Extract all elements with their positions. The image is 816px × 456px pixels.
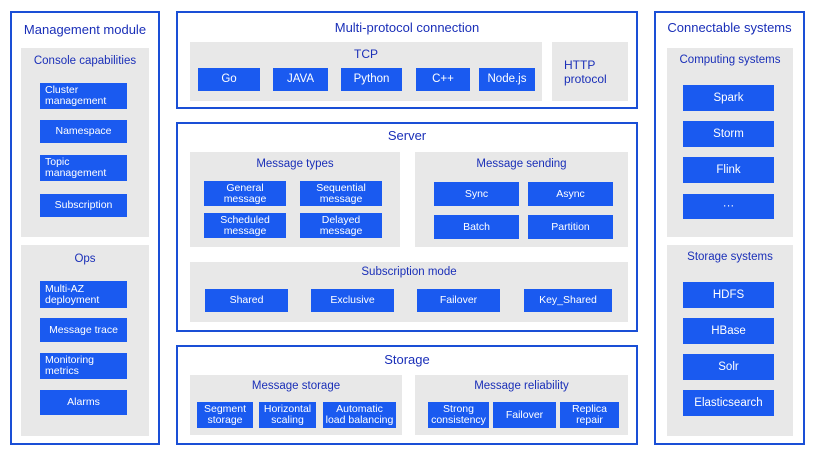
ops-title: Ops: [74, 253, 96, 265]
go-box: Go: [198, 68, 260, 91]
subscription-box: Subscription: [40, 194, 127, 217]
segment-storage-box: Segment storage: [197, 402, 253, 428]
tcp-title: TCP: [354, 47, 378, 61]
failover-box: Failover: [417, 289, 500, 312]
sequential-message-box: Sequential message: [300, 181, 382, 206]
key-shared-box: Key_Shared: [524, 289, 612, 312]
message-trace-box: Message trace: [40, 318, 127, 342]
monitoring-metrics-box: Monitoring metrics: [40, 353, 127, 379]
message-types-title: Message types: [256, 158, 334, 170]
cpp-box: C++: [416, 68, 470, 91]
connectable-systems-title: Connectable systems: [667, 20, 792, 35]
more-computing-box: ···: [683, 194, 774, 219]
storm-box: Storm: [683, 121, 774, 147]
shared-box: Shared: [205, 289, 288, 312]
message-reliability-title: Message reliability: [474, 380, 569, 392]
message-sending-title: Message sending: [476, 158, 567, 170]
hdfs-box: HDFS: [683, 282, 774, 308]
console-capabilities-panel: Console capabilities Cluster management …: [21, 48, 149, 237]
server: Server Message types General message Seq…: [176, 122, 638, 332]
multi-protocol-title: Multi-protocol connection: [334, 20, 480, 35]
management-module-title: Management module: [23, 22, 147, 37]
reliability-failover-box: Failover: [493, 402, 556, 428]
python-box: Python: [341, 68, 402, 91]
topic-management-box: Topic management: [40, 155, 127, 181]
http-protocol-label: HTTP protocol: [564, 58, 607, 86]
http-panel: HTTP protocol: [552, 42, 628, 101]
sync-box: Sync: [434, 182, 519, 206]
nodejs-box: Node.js: [479, 68, 535, 91]
elasticsearch-box: Elasticsearch: [683, 390, 774, 416]
message-sending-panel: Message sending Sync Async Batch Partiti…: [415, 152, 628, 247]
hbase-box: HBase: [683, 318, 774, 344]
computing-systems-title: Computing systems: [679, 54, 781, 66]
horizontal-scaling-box: Horizontal scaling: [259, 402, 316, 428]
solr-box: Solr: [683, 354, 774, 380]
connectable-systems: Connectable systems Computing systems Sp…: [654, 11, 805, 445]
computing-systems-panel: Computing systems Spark Storm Flink ···: [667, 48, 793, 237]
general-message-box: General message: [204, 181, 286, 206]
ops-panel: Ops Multi-AZ deployment Message trace Mo…: [21, 245, 149, 436]
storage-systems-panel: Storage systems HDFS HBase Solr Elastics…: [667, 245, 793, 436]
java-box: JAVA: [273, 68, 328, 91]
multi-az-deployment-box: Multi-AZ deployment: [40, 281, 127, 308]
multi-protocol-connection: Multi-protocol connection TCP Go JAVA Py…: [176, 11, 638, 109]
scheduled-message-box: Scheduled message: [204, 213, 286, 238]
console-capabilities-title: Console capabilities: [33, 55, 137, 67]
subscription-mode-panel: Subscription mode Shared Exclusive Failo…: [190, 262, 628, 322]
message-reliability-panel: Message reliability Strong consistency F…: [415, 375, 628, 435]
namespace-box: Namespace: [40, 120, 127, 143]
management-module: Management module Console capabilities C…: [10, 11, 160, 445]
storage-systems-title: Storage systems: [687, 251, 773, 263]
alarms-box: Alarms: [40, 390, 127, 415]
cluster-management-box: Cluster management: [40, 83, 127, 109]
storage: Storage Message storage Segment storage …: [176, 345, 638, 445]
replica-repair-box: Replica repair: [560, 402, 619, 428]
flink-box: Flink: [683, 157, 774, 183]
strong-consistency-box: Strong consistency: [428, 402, 489, 428]
async-box: Async: [528, 182, 613, 206]
automatic-load-balancing-box: Automatic load balancing: [323, 402, 396, 428]
message-storage-panel: Message storage Segment storage Horizont…: [190, 375, 402, 435]
storage-title: Storage: [384, 352, 430, 367]
subscription-mode-title: Subscription mode: [361, 266, 457, 278]
spark-box: Spark: [683, 85, 774, 111]
exclusive-box: Exclusive: [311, 289, 394, 312]
message-types-panel: Message types General message Sequential…: [190, 152, 400, 247]
partition-box: Partition: [528, 215, 613, 239]
server-title: Server: [387, 128, 427, 143]
delayed-message-box: Delayed message: [300, 213, 382, 238]
message-storage-title: Message storage: [251, 380, 341, 392]
tcp-panel: TCP Go JAVA Python C++ Node.js: [190, 42, 542, 101]
batch-box: Batch: [434, 215, 519, 239]
